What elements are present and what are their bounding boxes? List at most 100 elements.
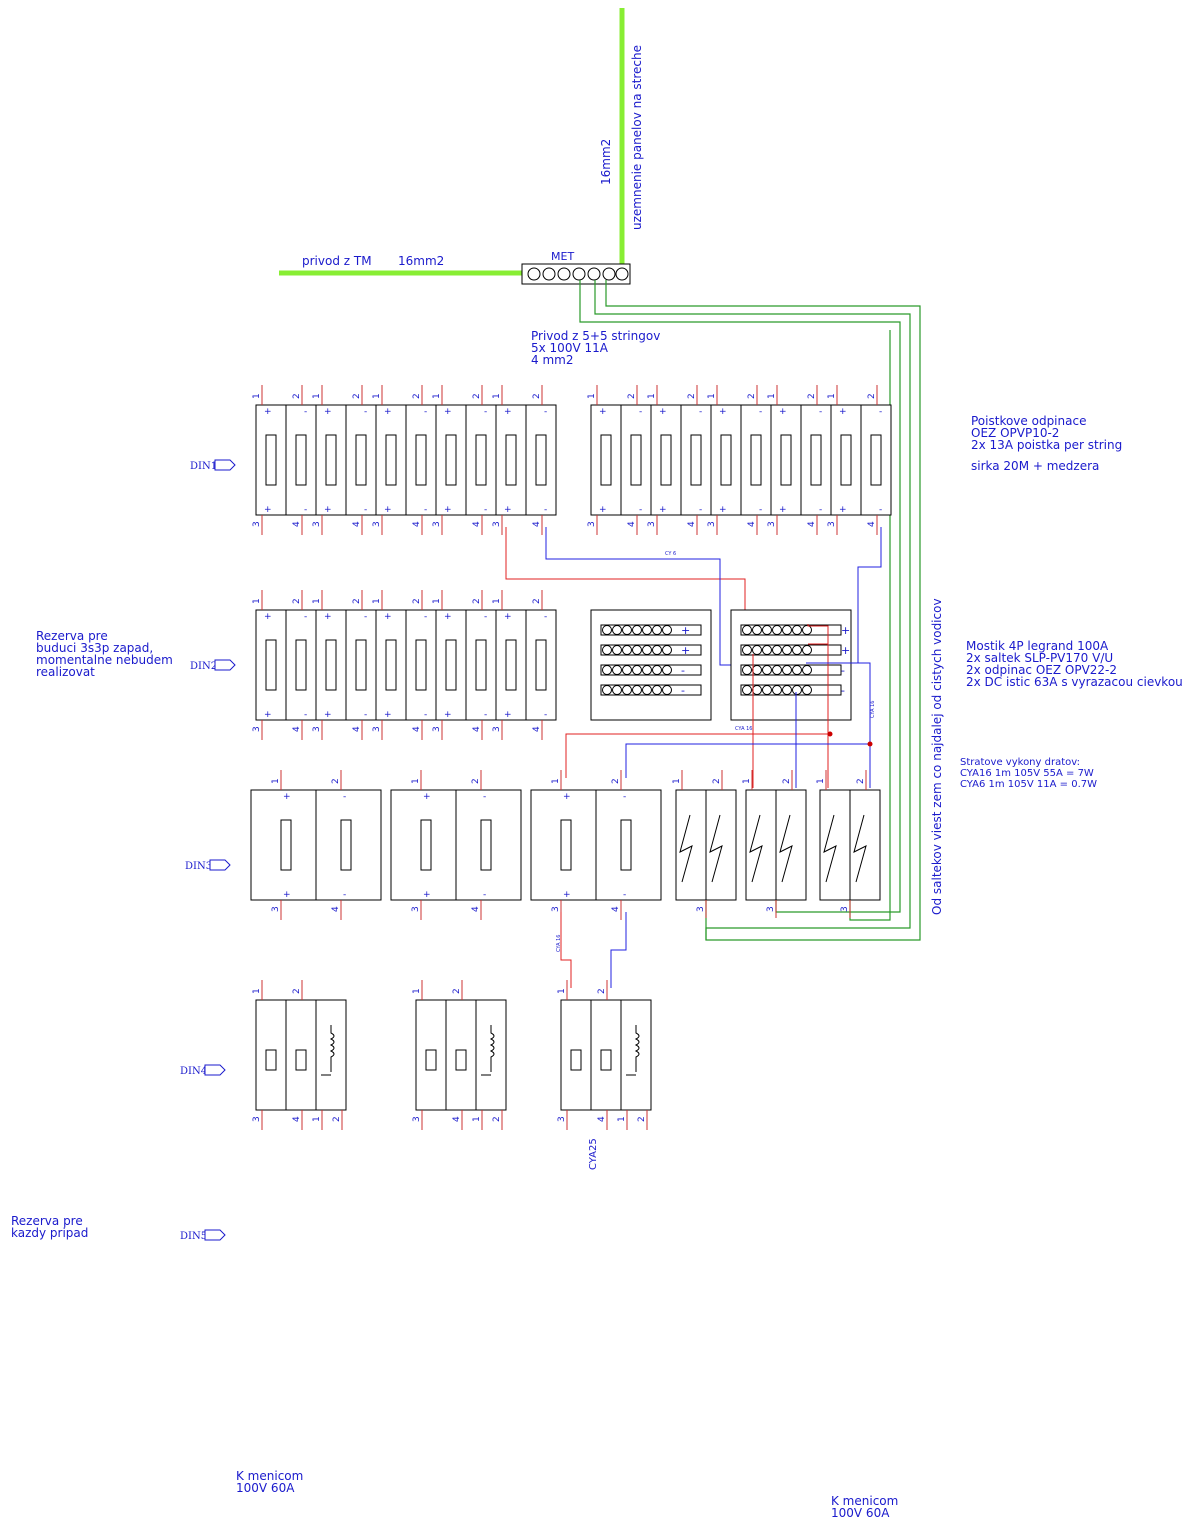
- surge-ground-note: Od saltekov viest zem co najdalej od cis…: [930, 598, 944, 915]
- busbar-screw: [742, 645, 752, 655]
- loss-note-line3: CYA6 1m 105V 11A = 0.7W: [960, 779, 1097, 790]
- din4-breakers: [255, 999, 652, 1111]
- polarity-mark: +: [719, 505, 727, 515]
- busbar-screw: [642, 625, 652, 635]
- trip-coil-icon: [321, 1025, 335, 1076]
- polarity-mark: -: [544, 710, 547, 720]
- wire-label-cya16-a: CYA 16: [735, 726, 752, 732]
- polarity-mark: +: [659, 505, 667, 515]
- reserve-west-line2: buduci 3s3p zapad,: [36, 641, 153, 655]
- busbar-screw: [602, 645, 612, 655]
- busbar-screw: [802, 645, 812, 655]
- polarity-mark: -: [424, 612, 427, 622]
- polarity-mark: -: [623, 890, 626, 900]
- strings-feed-line2: 5x 100V 11A: [531, 341, 609, 355]
- fuse-note-line1: Poistkove odpinace: [971, 414, 1086, 428]
- busbar-screw: [772, 665, 782, 675]
- pin-number: 3: [432, 726, 442, 732]
- busbar-screw: [762, 645, 772, 655]
- pin-number: 2: [292, 393, 302, 399]
- polarity-mark: +: [264, 710, 272, 720]
- pin-number: 3: [766, 906, 776, 912]
- din-rail-arrow-icon: [214, 659, 236, 671]
- pin-number: 2: [331, 778, 341, 784]
- busbar-screw: [762, 625, 772, 635]
- pin-number: 2: [532, 598, 542, 604]
- pin-number: 1: [707, 393, 717, 399]
- din-rail-label: DIN4: [180, 1066, 207, 1077]
- pin-number: 2: [292, 598, 302, 604]
- polarity-mark: +: [283, 792, 291, 802]
- pin-number: 3: [312, 521, 322, 527]
- polarity-mark: -: [483, 890, 486, 900]
- pin-number: 2: [627, 393, 637, 399]
- pin-number: 2: [352, 393, 362, 399]
- busbar-screw: [612, 685, 622, 695]
- trip-coil-icon: [481, 1025, 495, 1076]
- to-inverter-1-line1: K menicom: [236, 1469, 303, 1483]
- busbar-screw: [632, 645, 642, 655]
- busbar-screw: [792, 625, 802, 635]
- busbar-screw: [772, 645, 782, 655]
- bridge-note-line1: Mostik 4P legrand 100A: [966, 639, 1109, 653]
- polarity-mark: +: [839, 407, 847, 417]
- busbar-screw: [802, 685, 812, 695]
- pin-number: 3: [252, 521, 262, 527]
- pin-number: 3: [647, 521, 657, 527]
- roof-ground-size: 16mm2: [599, 139, 613, 185]
- pin-number: 2: [332, 1116, 342, 1122]
- polarity-mark: -: [424, 505, 427, 515]
- polarity-mark: +: [264, 407, 272, 417]
- pin-number: 1: [252, 988, 262, 994]
- pin-number: 3: [767, 521, 777, 527]
- polarity-mark: -: [304, 505, 307, 515]
- polarity-mark: -: [304, 710, 307, 720]
- busbar-block-right: ++--: [730, 609, 852, 721]
- polarity-mark: +: [599, 407, 607, 417]
- pin-number: 2: [867, 393, 877, 399]
- pin-number: 2: [807, 393, 817, 399]
- strings-feed-line3: 4 mm2: [531, 353, 573, 367]
- busbar-screw: [762, 685, 772, 695]
- busbar-screw: [802, 625, 812, 635]
- busbar-screw: [752, 685, 762, 695]
- lightning-bolt-icon: [779, 814, 793, 883]
- pin-number: 3: [551, 906, 561, 912]
- pin-number: 4: [611, 906, 621, 912]
- din3-to-din4-positive: [560, 912, 572, 988]
- polarity-mark: -: [364, 612, 367, 622]
- din3-surge-arresters: [675, 789, 881, 901]
- pin-number: 3: [412, 1116, 422, 1122]
- pin-number: 4: [532, 521, 542, 527]
- din-rail-arrow-icon: [214, 459, 236, 471]
- fuse-note-line4: sirka 20M + medzera: [971, 459, 1099, 473]
- polarity-mark: -: [819, 407, 822, 417]
- busbar-sign: +: [841, 644, 850, 657]
- busbar-screw: [752, 645, 762, 655]
- pin-number: 4: [471, 906, 481, 912]
- to-inverter-1-line2: 100V 60A: [236, 1481, 295, 1495]
- busbar-screw: [782, 665, 792, 675]
- to-inverter-2-line2: 100V 60A: [831, 1506, 890, 1520]
- polarity-mark: +: [423, 792, 431, 802]
- pin-number: 1: [492, 598, 502, 604]
- reserve-west-line4: realizovat: [36, 665, 95, 679]
- pin-number: 2: [471, 778, 481, 784]
- pin-number: 2: [532, 393, 542, 399]
- polarity-mark: -: [879, 505, 882, 515]
- polarity-mark: -: [304, 612, 307, 622]
- polarity-mark: -: [544, 612, 547, 622]
- din-rail-label: DIN1: [190, 461, 217, 472]
- polarity-mark: +: [324, 710, 332, 720]
- polarity-mark: +: [779, 407, 787, 417]
- pin-number: 3: [252, 1116, 262, 1122]
- busbar-screw: [792, 665, 802, 675]
- polarity-mark: +: [384, 612, 392, 622]
- bridge-note-line4: 2x DC istic 63A s vyrazacou cievkou: [966, 675, 1183, 689]
- pin-number: 4: [747, 521, 757, 527]
- pin-number: 1: [472, 1116, 482, 1122]
- bridge-note-line3: 2x odpinac OEZ OPV22-2: [966, 663, 1117, 677]
- busbar-screw: [782, 645, 792, 655]
- lightning-bolt-icon: [853, 814, 867, 883]
